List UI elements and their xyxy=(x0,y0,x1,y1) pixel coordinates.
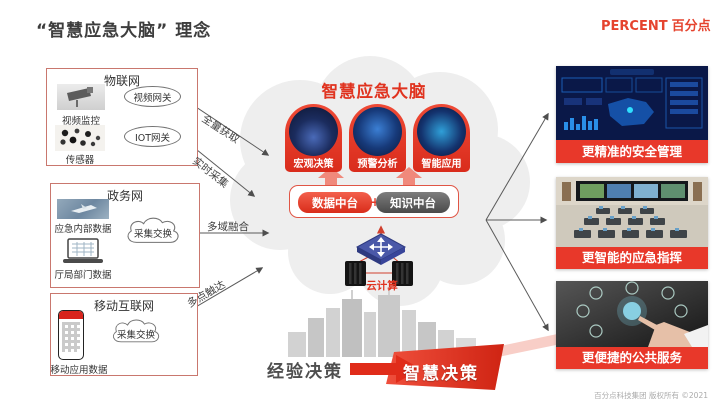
brain-title: 智慧应急大脑 xyxy=(321,82,427,101)
iot-gateway-ellipse: IOT网关 xyxy=(124,126,181,147)
department-data-image xyxy=(60,238,106,265)
macro-decision-image xyxy=(289,107,338,156)
mobile-app-caption: 移动应用数据 xyxy=(50,365,108,376)
cloud-computing-label: 云计算 xyxy=(366,280,398,292)
logo-zh: 百分点 xyxy=(671,19,711,34)
emergency-data-caption: 应急内部数据 xyxy=(54,224,112,235)
smart-decision-label: 智慧决策 xyxy=(403,364,479,384)
video-surveillance-caption: 视频监控 xyxy=(61,116,100,127)
iot-gateway-label: IOT网关 xyxy=(134,132,171,144)
mobile-box-title: 移动互联网 xyxy=(93,299,154,313)
surveillance-camera-image xyxy=(57,84,105,110)
data-platform-label: 数据中台 xyxy=(312,195,358,210)
macro-decision-label: 宏观决策 xyxy=(293,159,334,170)
video-gateway-ellipse: 视频网关 xyxy=(124,86,181,107)
experience-decision-label: 经验决策 xyxy=(267,362,343,382)
gov-box-title: 政务网 xyxy=(106,189,143,203)
outcome-card-command: 更智能的应急指挥 xyxy=(556,177,708,269)
data-platform-pill: 数据中台 xyxy=(298,192,372,213)
video-gateway-label: 视频网关 xyxy=(133,92,172,104)
network-switch-icon xyxy=(355,233,407,265)
smart-application-image xyxy=(417,107,466,156)
iot-box-title: 物联网 xyxy=(103,74,140,88)
phone-header-bar xyxy=(59,311,83,319)
gov-exchange-cloud: 采集交换 xyxy=(122,215,184,249)
page-title: “智慧应急大脑” 理念 xyxy=(36,21,212,41)
warning-analysis-image xyxy=(353,107,402,156)
public-service-image xyxy=(556,281,708,347)
mobile-app-image xyxy=(58,310,84,360)
server-rack-icons xyxy=(345,261,413,286)
mobile-exchange-cloud: 采集交换 xyxy=(108,317,164,348)
module-warning-analysis: 预警分析 xyxy=(349,104,406,172)
module-macro-decision: 宏观决策 xyxy=(285,104,342,172)
flow-label-fusion: 多域融合 xyxy=(207,221,249,233)
sensor-image xyxy=(55,125,105,151)
warning-analysis-label: 预警分析 xyxy=(357,159,398,170)
security-dashboard-image xyxy=(556,66,708,140)
outcome-card-security: 更精准的安全管理 xyxy=(556,66,708,163)
gov-exchange-label: 采集交换 xyxy=(133,229,172,240)
smart-application-label: 智能应用 xyxy=(421,159,462,170)
knowledge-platform-pill: 知识中台 xyxy=(376,192,450,213)
decision-banner-graphics xyxy=(350,333,562,390)
sensor-caption: 传感器 xyxy=(65,155,95,166)
city-skyline xyxy=(288,287,476,357)
phone-app-grid xyxy=(62,322,80,352)
copyright-text: 百分点科技集团 版权所有 ©2021 xyxy=(594,391,708,400)
emergency-data-image xyxy=(57,199,109,219)
logo-en: PERCENT xyxy=(601,19,668,34)
department-data-caption: 厅局部门数据 xyxy=(54,270,112,281)
mobile-exchange-label: 采集交换 xyxy=(116,330,155,341)
uplift-arrows xyxy=(318,167,422,188)
module-smart-application: 智能应用 xyxy=(413,104,470,172)
plus-sign: + xyxy=(369,195,381,209)
outcome-label-command: 更智能的应急指挥 xyxy=(556,247,708,269)
outcome-card-service: 更便捷的公共服务 xyxy=(556,281,708,369)
command-center-image xyxy=(556,177,708,247)
knowledge-platform-label: 知识中台 xyxy=(390,195,436,210)
platform-box: 数据中台 + 知识中台 xyxy=(289,185,459,218)
outcome-label-service: 更便捷的公共服务 xyxy=(556,347,708,369)
outcome-label-security: 更精准的安全管理 xyxy=(556,140,708,163)
